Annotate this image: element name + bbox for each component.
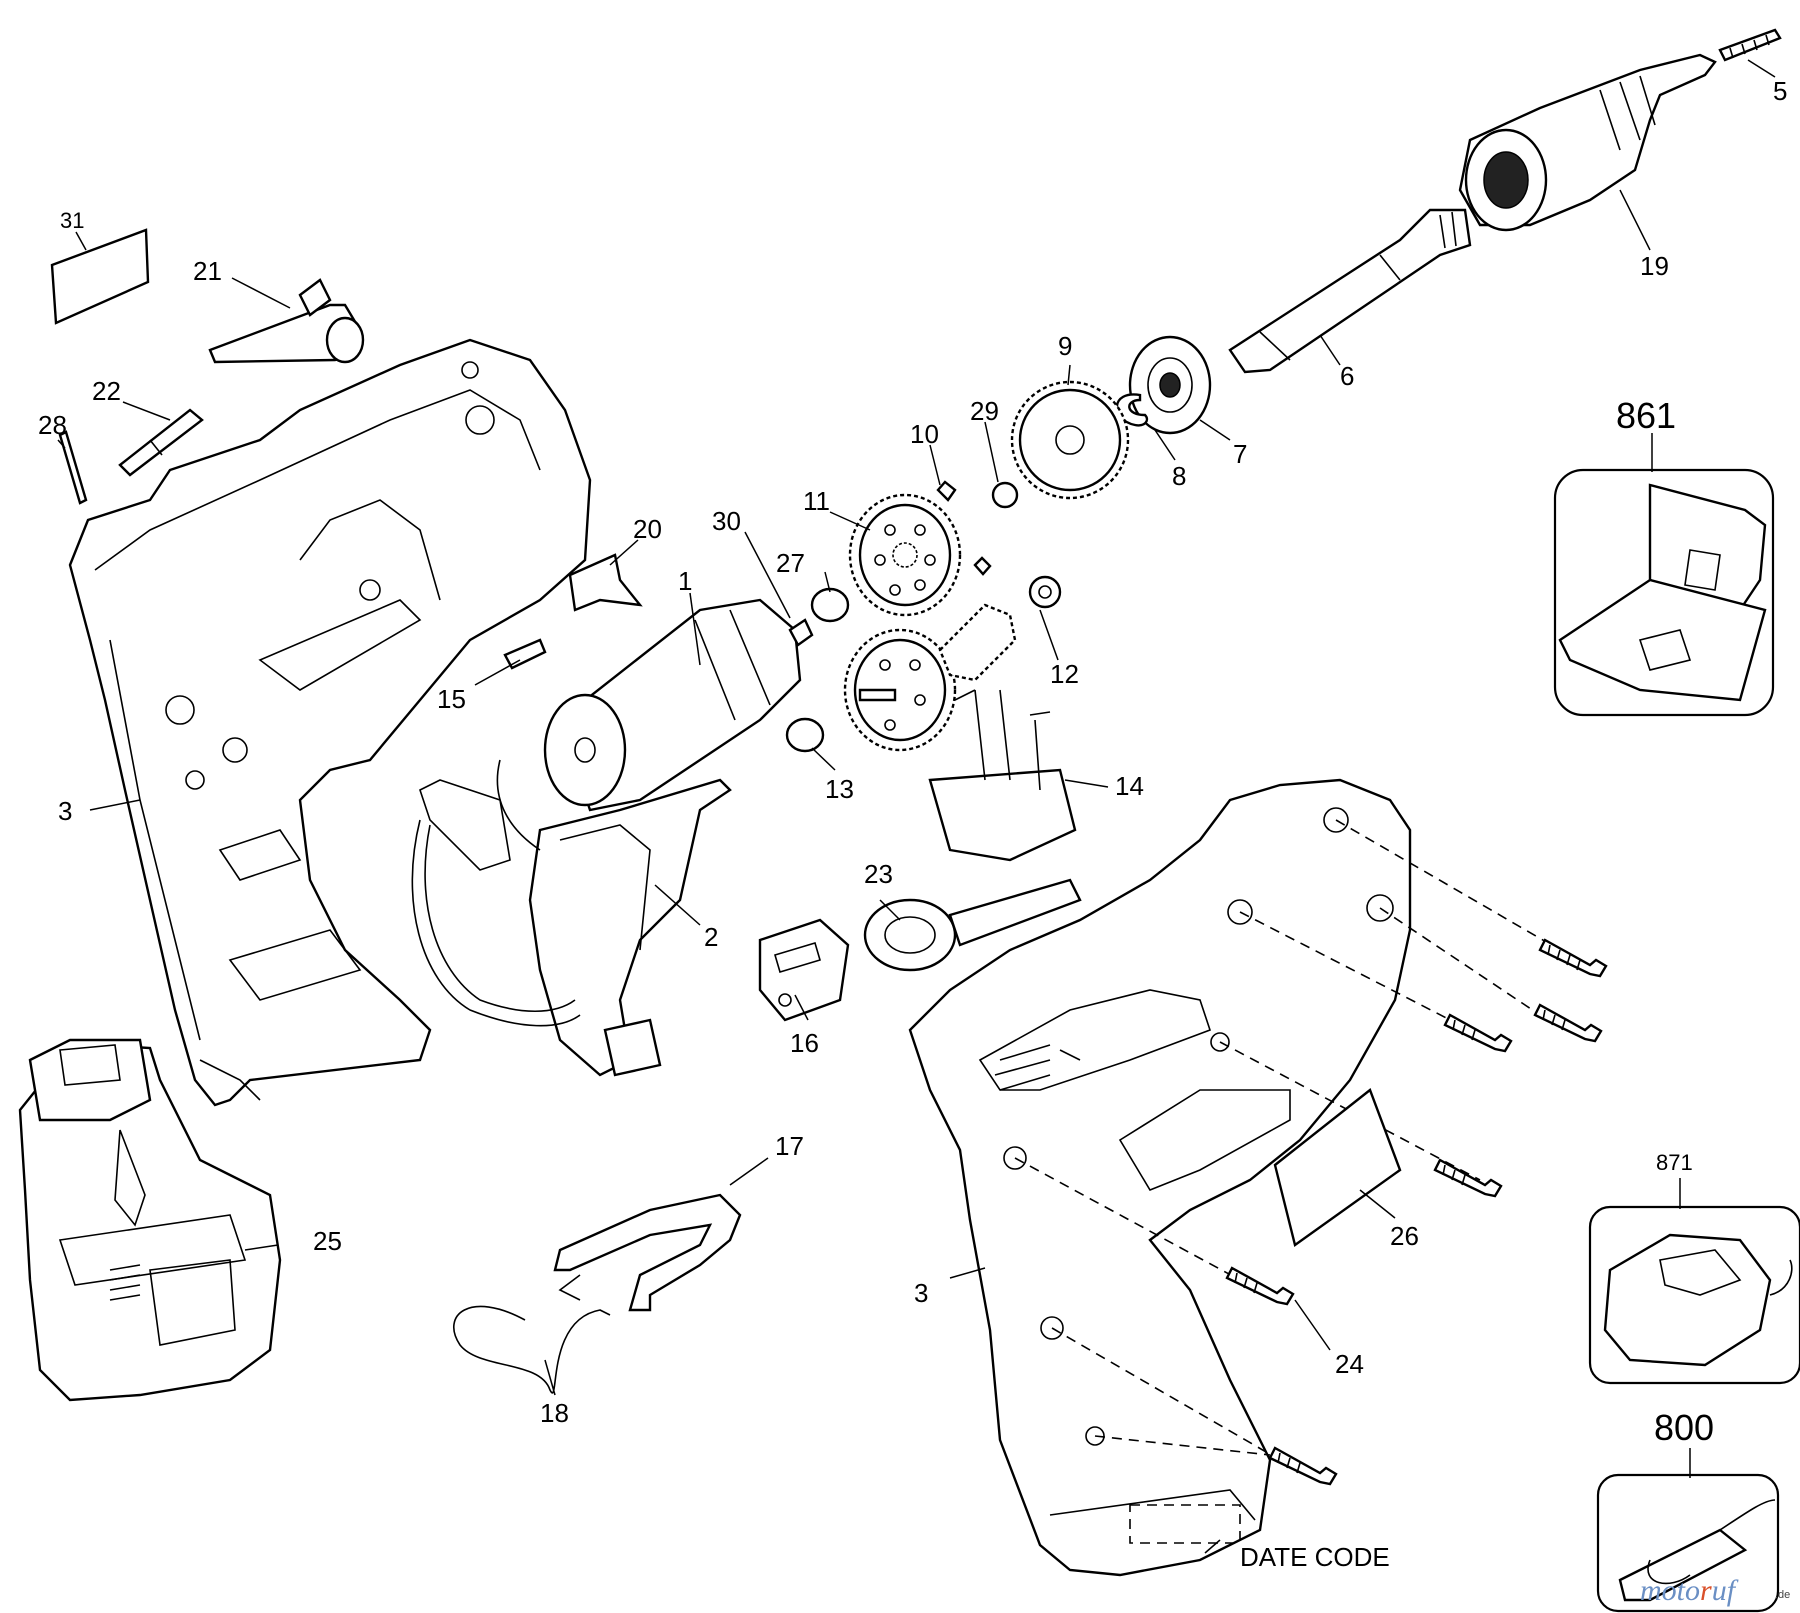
gearbox-carrier	[928, 689, 1077, 862]
battery-latch	[553, 1193, 742, 1312]
label-part-24: 24	[1335, 1349, 1364, 1379]
watermark-accent: r	[1700, 1574, 1712, 1607]
screw	[1533, 1003, 1603, 1043]
label-part-12: 12	[1050, 659, 1079, 689]
label-part-19: 19	[1640, 251, 1669, 281]
watermark-logo: motoruf .de	[1640, 1574, 1790, 1607]
pin	[58, 430, 88, 505]
retaining-clip	[1115, 393, 1149, 427]
accessory-871-charger	[1588, 1178, 1800, 1385]
label-part-10: 10	[910, 419, 939, 449]
label-part-6: 6	[1340, 361, 1354, 391]
screw	[1268, 1446, 1338, 1486]
right-housing-half	[908, 778, 1412, 1577]
screw	[1443, 1013, 1513, 1053]
label-part-5: 5	[1773, 76, 1787, 106]
svg-text:motoruf: motoruf	[1640, 1574, 1739, 1607]
label-part-28: 28	[38, 410, 67, 440]
latch-spring	[453, 1305, 611, 1394]
switch-assembly	[411, 759, 732, 1077]
label-part-11: 11	[803, 486, 830, 516]
label-part-18: 18	[540, 1398, 569, 1428]
left-housing-half	[68, 338, 592, 1107]
accessory-861-kit-box	[1553, 433, 1775, 717]
planetary-gear-upper	[848, 493, 962, 617]
label-31-sticker	[50, 228, 150, 325]
label-part-21: 21	[193, 256, 222, 286]
label-part-9: 9	[1058, 331, 1072, 361]
label-part-3-left: 3	[58, 796, 72, 826]
label-part-27: 27	[776, 548, 805, 578]
label-part-3-right: 3	[914, 1278, 928, 1308]
watermark-main: moto	[1640, 1574, 1700, 1607]
label-part-8: 8	[1172, 461, 1186, 491]
bushing	[810, 587, 850, 623]
accessory-800-cord	[1596, 1448, 1780, 1613]
terminal-block	[758, 918, 850, 1022]
label-part-15: 15	[437, 684, 466, 714]
label-part-25: 25	[313, 1226, 342, 1256]
washer	[991, 481, 1019, 509]
label-part-20: 20	[633, 514, 662, 544]
planetary-gear-lower	[843, 628, 957, 752]
pinion-gear	[938, 575, 1062, 682]
label-accessory-871: 871	[1656, 1150, 1693, 1175]
label-part-16: 16	[790, 1028, 819, 1058]
label-part-1: 1	[678, 566, 692, 596]
label-part-17: 17	[775, 1131, 804, 1161]
label-part-2: 2	[704, 922, 718, 952]
label-part-30: 30	[712, 506, 741, 536]
label-sticker	[1273, 1088, 1402, 1248]
housing-screws	[1014, 819, 1608, 1486]
watermark-tail: uf	[1712, 1574, 1739, 1607]
label-part-7: 7	[1233, 439, 1247, 469]
label-part-14: 14	[1115, 771, 1144, 801]
label-accessory-861: 861	[1616, 395, 1676, 436]
label-accessory-800: 800	[1654, 1407, 1714, 1448]
pin	[936, 480, 957, 502]
date-code-label: DATE CODE	[1240, 1542, 1390, 1572]
pin	[973, 556, 992, 576]
chuck-and-spindle	[1228, 28, 1782, 374]
label-part-13: 13	[825, 774, 854, 804]
motor	[543, 598, 814, 812]
bushing	[785, 717, 825, 753]
battery-pack	[18, 1038, 282, 1402]
label-part-23: 23	[864, 859, 893, 889]
belt-clip	[863, 878, 1082, 972]
bearing	[1128, 335, 1212, 435]
screw	[1225, 1266, 1295, 1306]
label-part-29: 29	[970, 396, 999, 426]
screwdriver-bit	[118, 408, 204, 477]
contact-spring	[503, 638, 547, 670]
leader-lines	[57, 59, 1776, 1554]
label-part-22: 22	[92, 376, 121, 406]
watermark-suffix: .de	[1775, 1589, 1790, 1601]
screw	[1433, 1158, 1503, 1198]
screw	[1538, 938, 1608, 978]
label-part-31: 31	[60, 208, 84, 233]
output-gear	[1010, 380, 1130, 500]
screw	[1094, 1435, 1271, 1456]
retainer-clip	[568, 553, 643, 612]
label-part-26: 26	[1390, 1221, 1419, 1251]
part-number-labels: 1 2 3 3 5 6 7 8 9 10 11 12 13 14 15 16 1…	[38, 76, 1787, 1428]
chuck-key	[208, 278, 365, 364]
